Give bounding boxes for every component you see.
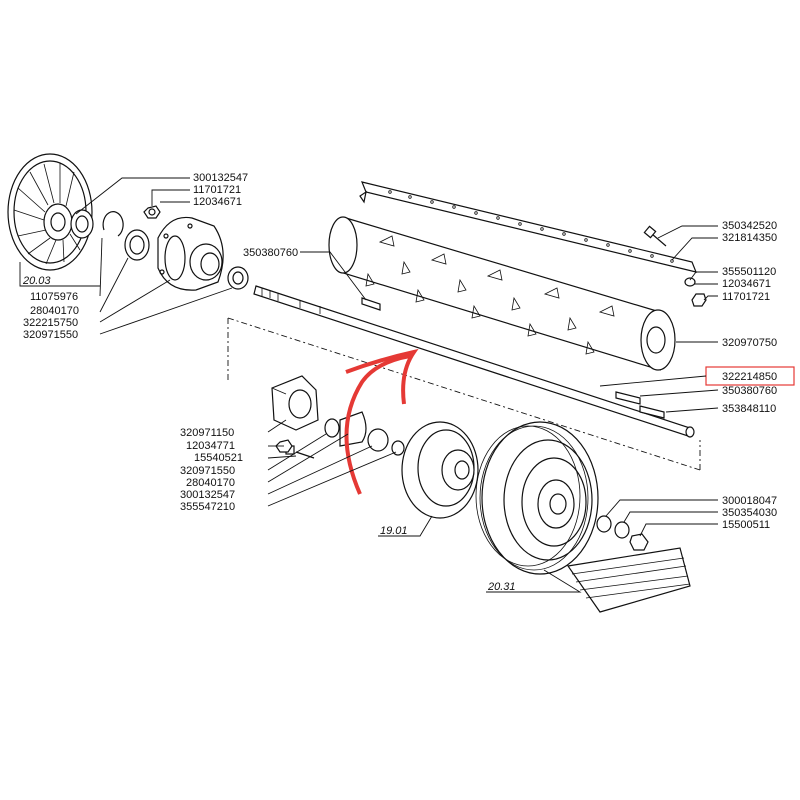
label-12034771: 12034771 [186, 440, 235, 452]
rotor-drum [328, 216, 676, 371]
label-350380760-right: 350380760 [722, 385, 777, 397]
label-322215750: 322215750 [23, 317, 78, 329]
label-12034671-top: 12034671 [193, 196, 242, 208]
label-11701721-top: 11701721 [193, 184, 241, 196]
label-11701721-right: 11701721 [722, 291, 770, 303]
label-320971550-bot: 320971550 [180, 465, 235, 477]
label-28040170-top: 28040170 [30, 305, 79, 317]
fan-disc [7, 153, 93, 271]
washer-lower-right [596, 515, 649, 551]
main-shaft [253, 285, 695, 438]
label-300132547-top: 300132547 [193, 172, 248, 184]
label-322214850: 322214850 [722, 371, 777, 383]
label-355501120: 355501120 [722, 266, 776, 278]
washer-nut-right [684, 277, 707, 307]
label-11075976: 11075976 [30, 291, 78, 303]
label-321814350: 321814350 [722, 232, 777, 244]
ref-20-03: 20.03 [22, 275, 51, 287]
ref-19-01: 19.01 [380, 525, 408, 537]
pulley-small [401, 421, 479, 519]
bearing-support [271, 375, 319, 431]
hub-bearing-small [70, 209, 94, 239]
bearing-left [124, 229, 150, 261]
label-15500511: 15500511 [722, 519, 770, 531]
axis-line [227, 317, 701, 471]
part-labels: 300132547 11701721 12034671 11075976 280… [22, 172, 777, 593]
highlight-arrow [344, 348, 419, 495]
label-300018047: 300018047 [722, 495, 777, 507]
label-353848110: 353848110 [722, 403, 776, 415]
label-300132547-bot: 300132547 [180, 489, 235, 501]
key-right [615, 391, 641, 405]
pulley-large [475, 421, 599, 575]
bolt-top-right [643, 225, 667, 247]
seal-ring [227, 266, 249, 290]
key-top [361, 297, 381, 311]
bearing-lower [324, 411, 405, 456]
key-right-2 [639, 405, 665, 419]
circlip [102, 211, 124, 237]
label-320971550-top: 320971550 [23, 329, 78, 341]
nut-top [143, 205, 161, 219]
label-350342520: 350342520 [722, 220, 777, 232]
drive-belt [566, 547, 691, 613]
label-350354030: 350354030 [722, 507, 777, 519]
leader-lines [19, 177, 719, 593]
label-28040170-bot: 28040170 [186, 477, 235, 489]
label-350380760-top: 350380760 [243, 247, 298, 259]
flange-housing [157, 216, 224, 291]
ref-20-31: 20.31 [487, 581, 516, 593]
label-320971150: 320971150 [180, 427, 234, 439]
label-12034671-right: 12034671 [722, 278, 771, 290]
bolt-lower [275, 439, 315, 459]
label-355547210: 355547210 [180, 501, 235, 513]
label-15540521: 15540521 [194, 452, 243, 464]
label-320970750: 320970750 [722, 337, 777, 349]
